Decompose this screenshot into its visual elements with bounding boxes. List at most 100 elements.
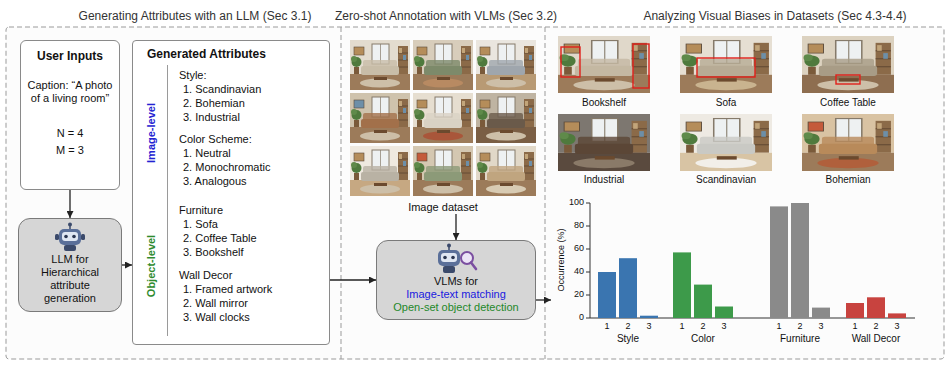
thumbnail-label: Bookshelf xyxy=(582,97,626,109)
result-thumbnails xyxy=(558,114,650,171)
attribute-item: 3. Industrial xyxy=(183,111,240,124)
robot-icon xyxy=(59,229,81,245)
attribute-item: 1. Neutral xyxy=(183,147,231,160)
bar-chart xyxy=(888,313,906,318)
result-thumbnails xyxy=(558,36,894,171)
detection-boxes xyxy=(836,75,860,84)
bar-chart xyxy=(640,316,658,318)
box-title: User Inputs xyxy=(26,49,114,63)
thumbnail-label: Industrial xyxy=(584,174,625,186)
bar-chart xyxy=(770,203,830,318)
flow-arrow xyxy=(330,279,376,280)
dataset-thumbnails xyxy=(413,40,473,90)
axis-tick: 1 xyxy=(679,321,684,332)
attribute-item: 1. Sofa xyxy=(183,218,218,231)
bar-chart xyxy=(598,258,658,318)
bar-chart xyxy=(586,203,590,204)
panel-frame xyxy=(6,27,944,359)
attribute-item: 1. Scandinavian xyxy=(183,83,261,96)
dataset-node: Image dataset xyxy=(348,38,538,214)
bar-chart xyxy=(791,203,809,318)
bar-chart xyxy=(846,303,864,318)
group-label: Style xyxy=(617,333,639,345)
attribute-heading: Style: xyxy=(179,69,207,82)
robot-icon xyxy=(64,235,68,239)
dataset-label: Image dataset xyxy=(348,201,538,214)
section-heading: Zero-shot Annotation with VLMs (Sec 3.2) xyxy=(335,9,557,23)
bar-chart xyxy=(867,297,885,318)
detection-boxes xyxy=(561,47,580,77)
thumbnail-label: Sofa xyxy=(716,97,737,109)
detection-boxes xyxy=(633,44,649,88)
bar-chart xyxy=(846,297,906,318)
axis-tick: 20 xyxy=(564,289,584,300)
result-thumbnails xyxy=(558,36,650,93)
axis-tick: 3 xyxy=(818,321,823,332)
dataset-thumbnails xyxy=(350,146,410,196)
group-label: Wall Decor xyxy=(852,333,901,345)
flow-arrow xyxy=(122,264,132,265)
robot-icon xyxy=(68,223,72,227)
result-thumbnails xyxy=(680,114,772,171)
attribute-item: 2. Wall mirror xyxy=(183,297,248,310)
axis-tick: 60 xyxy=(564,243,584,254)
bar-chart xyxy=(586,249,590,250)
attribute-item: 2. Bohemian xyxy=(183,97,245,110)
robot-magnifier-icon xyxy=(447,244,451,248)
divider-line xyxy=(167,65,168,336)
axis-tick: 100 xyxy=(564,197,584,208)
attribute-item: 2. Monochromatic xyxy=(183,161,270,174)
dataset-thumbnails xyxy=(413,146,473,196)
bar-chart xyxy=(586,318,590,319)
axis-tick: 40 xyxy=(564,266,584,277)
box-title: Generated Attributes xyxy=(147,47,266,61)
robot-icon xyxy=(72,235,76,239)
result-thumbnails xyxy=(802,114,894,171)
axis-title: Occurrence (%) xyxy=(556,228,567,291)
bar-chart xyxy=(586,295,590,296)
robot-magnifier-icon xyxy=(443,256,447,260)
axis-tick: 1 xyxy=(604,321,609,332)
robot-magnifier-icon xyxy=(438,250,460,266)
bar-chart xyxy=(694,285,712,318)
panel-frame xyxy=(6,27,944,359)
robot-icon xyxy=(64,245,76,251)
attribute-item: 3. Wall clocks xyxy=(183,311,250,324)
robot-magnifier-icon xyxy=(441,253,457,262)
axis-tick: 2 xyxy=(873,321,878,332)
dataset-thumbnails xyxy=(350,40,410,90)
panel-frame xyxy=(545,27,546,359)
attribute-item: 3. Analogous xyxy=(183,175,247,188)
dataset-thumbnails xyxy=(350,40,536,196)
robot-icon xyxy=(55,234,59,240)
bar-chart xyxy=(586,203,590,318)
axis-tick: 3 xyxy=(721,321,726,332)
attribute-heading: Wall Decor xyxy=(179,269,232,282)
robot-icon xyxy=(81,234,85,240)
robot-magnifier-icon xyxy=(451,256,455,260)
bar-chart xyxy=(673,252,733,318)
flow-arrow xyxy=(69,190,70,218)
axis-tick: 80 xyxy=(564,220,584,231)
llm-box: LLM for Hierarchical attribute generatio… xyxy=(18,218,122,312)
caption-text: Caption: “A photo of a living room” xyxy=(26,79,114,105)
dataset-thumbnails xyxy=(476,93,536,143)
dataset-thumbnails xyxy=(413,93,473,143)
dataset-thumbnails xyxy=(476,146,536,196)
bar-chart xyxy=(590,203,591,318)
robot-magnifier-icon xyxy=(434,243,478,275)
param-text: N = 4 xyxy=(26,127,114,140)
axis-tick: 3 xyxy=(894,321,899,332)
dataset-thumbnails xyxy=(476,40,536,90)
bar-chart xyxy=(586,272,590,273)
section-heading: Generating Attributes with an LLM (Sec 3… xyxy=(79,9,312,23)
section-heading: Analyzing Visual Biases in Datasets (Sec… xyxy=(643,9,906,23)
detection-boxes xyxy=(697,58,755,77)
bar-chart xyxy=(586,203,915,318)
output-arrow xyxy=(536,299,551,300)
axis-tick: 2 xyxy=(625,321,630,332)
attribute-item: 2. Coffee Table xyxy=(183,232,257,245)
method-label: Open-set object detection xyxy=(381,301,531,314)
panel-frame xyxy=(341,27,342,359)
axis-tick: 1 xyxy=(776,321,781,332)
